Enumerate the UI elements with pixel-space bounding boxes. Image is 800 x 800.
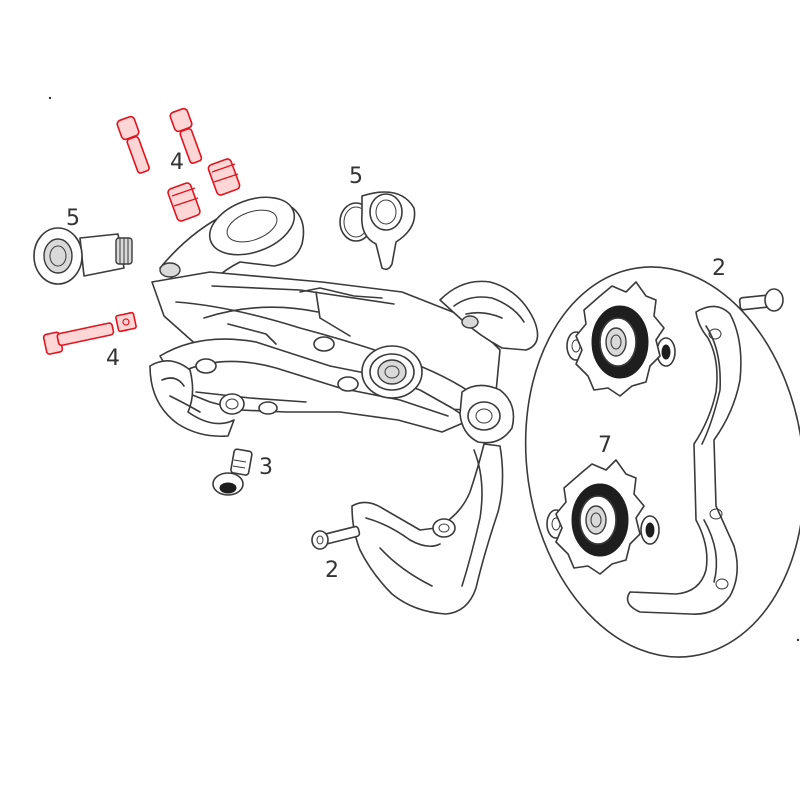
cage-pin-bottom (311, 525, 361, 550)
red-long-bolt (42, 322, 115, 355)
red-bolt-top-right (169, 107, 203, 164)
cage-pin-right (738, 288, 784, 312)
red-bushing-left (167, 182, 201, 222)
callout-5-top: 5 (349, 164, 363, 189)
limit-screw-bolt (212, 448, 253, 496)
callout-4-bottom: 4 (106, 346, 120, 371)
callout-4-top: 4 (170, 150, 184, 175)
corner-mark (796, 638, 800, 642)
lower-pulley-wheel (555, 459, 645, 575)
red-bushing-right (207, 158, 241, 196)
cable-adjuster-bushing (33, 227, 133, 285)
callout-2-right: 2 (712, 256, 726, 281)
callout-5-left: 5 (66, 206, 80, 231)
red-nut (115, 311, 137, 333)
derailleur-body (149, 196, 539, 615)
pulley-detail-inset (524, 266, 800, 658)
callout-3: 3 (259, 455, 273, 480)
upper-pulley-wheel (575, 281, 665, 397)
corner-mark (48, 96, 52, 100)
red-bolt-top-left (116, 115, 150, 174)
callout-2-bottom: 2 (325, 558, 339, 583)
callout-7: 7 (598, 433, 612, 458)
b-tension-washer (339, 191, 416, 271)
